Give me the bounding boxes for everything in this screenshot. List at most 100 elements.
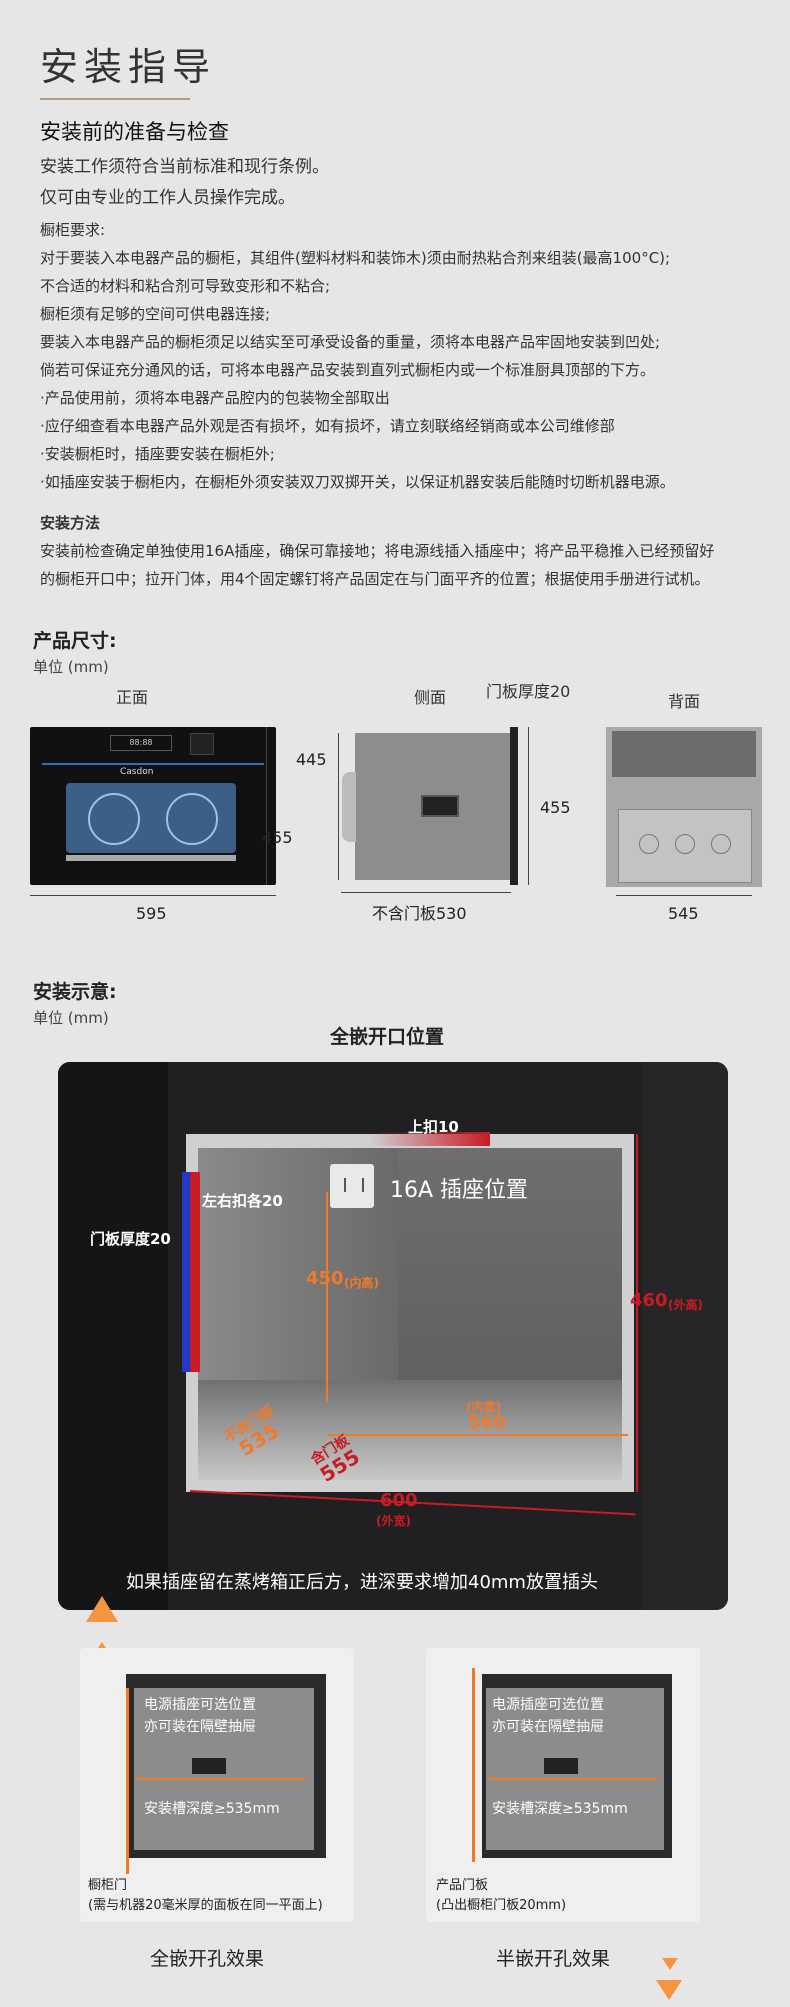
oven-blue-strip <box>42 763 264 765</box>
caption-line-2: (凸出橱柜门板20mm) <box>436 1898 567 1913</box>
full-embed-card: 电源插座可选位置 亦可装在隔壁抽屉 安装槽深度≥535mm 橱柜门 (需与机器2… <box>80 1648 354 1922</box>
side-depth-line <box>341 892 511 893</box>
back-width: 545 <box>668 904 699 923</box>
oven-back-image <box>606 727 762 887</box>
back-width-line <box>616 895 752 896</box>
title-underline <box>40 98 190 100</box>
caption-line-1: 橱柜门 <box>88 1878 128 1893</box>
oven-side-view <box>486 1688 664 1850</box>
door-thickness-label: 门板厚度20 <box>90 1230 171 1248</box>
method-line: 的橱柜开口中；拉开门体，用4个固定螺钉将产品固定在与门面平齐的位置；根据使用手册… <box>40 570 710 588</box>
cabinet-line: ·应仔细查看本电器产品外观是否有损坏，如有损坏，请立刻联络经销商或本公司维修部 <box>40 417 615 435</box>
oven-vent <box>544 1758 578 1774</box>
outer-height-line <box>636 1134 638 1492</box>
caption-line-2: (需与机器20毫米厚的面板在同一平面上) <box>88 1898 323 1913</box>
back-panel <box>618 809 752 883</box>
outer-height: 460 <box>630 1290 668 1311</box>
oven-vent <box>192 1758 226 1774</box>
oven-side-image <box>355 733 510 880</box>
top-buckle-marker <box>370 1132 490 1146</box>
side-label: 侧面 <box>414 688 447 707</box>
socket-pins <box>344 1178 364 1192</box>
oven-handle <box>66 855 236 861</box>
front-width-line <box>30 895 276 896</box>
back-port-icon <box>711 834 731 854</box>
cabinet-line: 橱柜须有足够的空间可供电器连接; <box>40 305 271 323</box>
socket-note-1: 电源插座可选位置 <box>144 1697 256 1713</box>
side-height-right: 455 <box>540 798 571 817</box>
outer-height-tag: (外高) <box>668 1298 703 1312</box>
top-buckle-label: 上扣10 <box>408 1118 459 1136</box>
caption-line-1: 产品门板 <box>436 1878 489 1893</box>
back-label: 背面 <box>668 692 701 711</box>
side-depth: 不含门板530 <box>372 904 467 923</box>
inner-width: 560 <box>468 1412 506 1433</box>
fan-icon <box>166 793 218 845</box>
cabinet-line: 对于要装入本电器产品的橱柜，其组件(塑料材料和装饰木)须由耐热粘合剂来组装(最高… <box>40 249 671 267</box>
socket-label: 16A 插座位置 <box>390 1178 529 1203</box>
side-height-line <box>338 733 339 880</box>
install-unit: 单位 (mm) <box>33 1009 109 1027</box>
door-thickness-label: 门板厚度20 <box>486 682 571 701</box>
door-thickness-marker <box>182 1172 190 1372</box>
socket-note-2: 亦可装在隔壁抽屉 <box>492 1719 604 1735</box>
inner-width-line <box>328 1434 628 1436</box>
front-height: 455 <box>262 828 293 847</box>
side-buckle-label: 左右扣各20 <box>202 1192 283 1210</box>
cabinet-line: ·安装橱柜时，插座要安装在橱柜外; <box>40 445 275 463</box>
install-diagram: 上扣10 左右扣各20 门板厚度20 16A 插座位置 450 (内高) 460… <box>58 1062 728 1610</box>
full-embed-title: 全嵌开孔效果 <box>150 1948 265 1970</box>
depth-note: 安装槽深度≥535mm <box>144 1801 280 1817</box>
cabinet-line: ·产品使用前，须将本电器产品腔内的包装物全部取出 <box>40 389 390 407</box>
socket-note-1: 电源插座可选位置 <box>492 1697 604 1713</box>
oven-side-door <box>510 727 518 885</box>
prep-line-1: 安装工作须符合当前标准和现行条例。 <box>40 157 329 177</box>
cavity-floor <box>198 1380 622 1480</box>
fan-icon <box>88 793 140 845</box>
arrow-down-icon <box>656 1980 682 2000</box>
cabinet-line: 倘若可保证充分通风的话，可将本电器产品安装到直列式橱柜内或一个标准厨具顶部的下方… <box>40 361 656 379</box>
inner-height-tag: (内高) <box>344 1276 379 1290</box>
oven-window <box>66 783 236 853</box>
outer-width: 600 <box>380 1490 418 1511</box>
size-unit: 单位 (mm) <box>33 658 109 676</box>
product-door-marker <box>472 1668 475 1862</box>
prep-heading: 安装前的准备与检查 <box>40 120 229 144</box>
back-port-icon <box>675 834 695 854</box>
inner-height-line <box>326 1192 328 1402</box>
method-heading: 安装方法 <box>40 514 101 532</box>
left-cabinet <box>58 1062 168 1610</box>
side-height-left: 445 <box>296 750 327 769</box>
front-label: 正面 <box>116 688 149 707</box>
arrow-up-icon <box>86 1596 118 1622</box>
front-width: 595 <box>136 904 167 923</box>
side-buckle-marker <box>190 1172 200 1372</box>
socket-note-2: 亦可装在隔壁抽屉 <box>144 1719 256 1735</box>
socket-icon <box>330 1164 374 1208</box>
side-back-bump <box>342 772 356 842</box>
size-heading: 产品尺寸: <box>33 630 117 652</box>
inner-height: 450 <box>306 1268 344 1289</box>
page-title: 安装指导 <box>40 45 217 89</box>
prep-line-2: 仅可由专业的工作人员操作完成。 <box>40 188 295 208</box>
depth-line <box>136 1778 306 1780</box>
oven-front-image: 88:88 Casdon <box>30 727 276 885</box>
front-height-line <box>266 727 267 885</box>
depth-line <box>488 1778 658 1780</box>
back-port-icon <box>639 834 659 854</box>
diagram-title: 全嵌开口位置 <box>330 1026 445 1048</box>
inner-width-tag: (内宽) <box>466 1400 501 1414</box>
oven-panel-button <box>190 733 214 755</box>
install-note: 如果插座留在蒸烤箱正后方，进深要求增加40mm放置插头 <box>126 1572 598 1593</box>
install-heading: 安装示意: <box>33 981 117 1003</box>
side-vent <box>421 795 459 817</box>
cabinet-heading: 橱柜要求: <box>40 221 106 239</box>
cabinet-line: ·如插座安装于橱柜内，在橱柜外须安装双刀双掷开关，以保证机器安装后能随时切断机器… <box>40 473 675 491</box>
half-embed-card: 电源插座可选位置 亦可装在隔壁抽屉 安装槽深度≥535mm 产品门板 (凸出橱柜… <box>426 1648 700 1922</box>
oven-display: 88:88 <box>110 735 172 751</box>
method-line: 安装前检查确定单独使用16A插座，确保可靠接地；将电源线插入插座中；将产品平稳推… <box>40 542 715 560</box>
back-top <box>612 731 756 777</box>
arrow-down-icon <box>662 1958 678 1970</box>
cabinet-door-marker <box>126 1688 129 1874</box>
cabinet-line: 要装入本电器产品的橱柜须足以结实至可承受设备的重量，须将本电器产品牢固地安装到凹… <box>40 333 661 351</box>
